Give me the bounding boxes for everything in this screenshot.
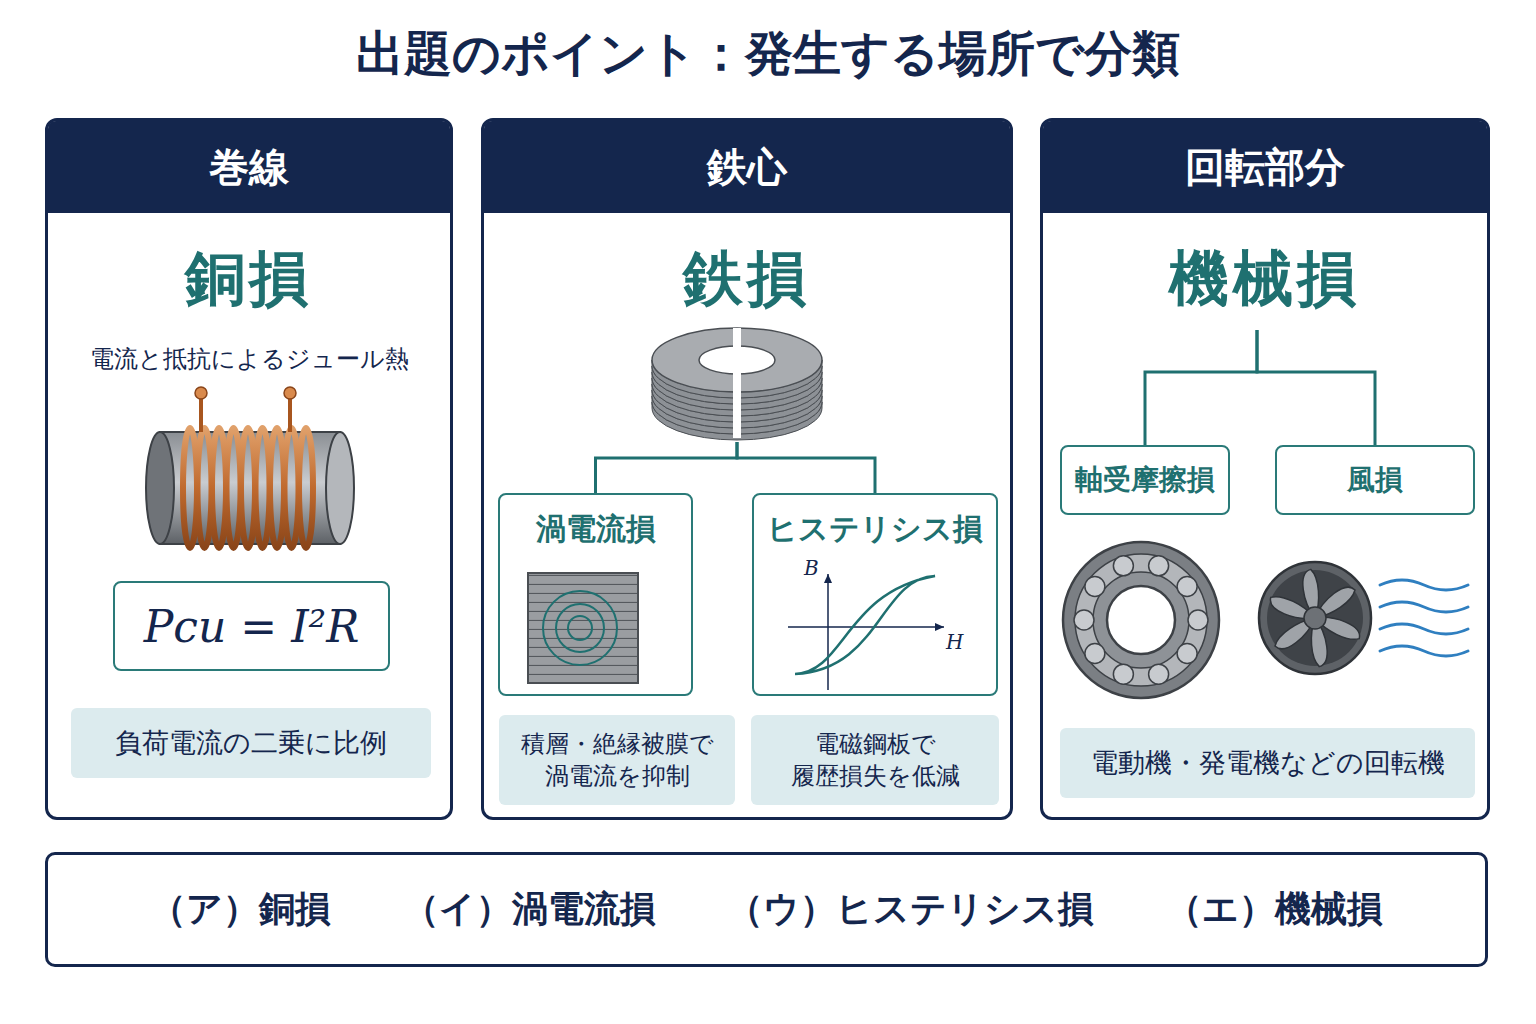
fan-illustration bbox=[1259, 562, 1371, 674]
bearing-ball bbox=[1074, 610, 1094, 630]
coil-illustration bbox=[284, 387, 296, 399]
hysteresis-loop-illustration bbox=[795, 576, 935, 674]
answer-item: （ア）銅損 bbox=[150, 885, 331, 934]
ball-bearing-illustration bbox=[1075, 554, 1207, 686]
box-label: 風損 bbox=[1347, 461, 1403, 499]
box-label: 渦電流損 bbox=[536, 509, 656, 550]
laminated-core-illustration bbox=[652, 328, 822, 440]
bearing-ball bbox=[1113, 556, 1133, 576]
ball-bearing-illustration bbox=[1107, 586, 1175, 654]
loss-name: 銅損 bbox=[48, 239, 450, 320]
coil-illustration bbox=[326, 432, 354, 544]
coil-illustration bbox=[288, 395, 292, 432]
fan-hub bbox=[1304, 607, 1326, 629]
coil-illustration bbox=[195, 387, 207, 399]
loss-box: 軸受摩擦損 bbox=[1060, 445, 1230, 515]
note-box: 積層・絶縁被膜で 渦電流を抑制 bbox=[499, 715, 735, 805]
eddy-current-illustration bbox=[568, 616, 592, 640]
loss-box: 風損 bbox=[1275, 445, 1475, 515]
core-gap bbox=[733, 328, 741, 438]
hysteresis-loop-illustration bbox=[788, 574, 944, 690]
answer-item: （ウ）ヒステリシス損 bbox=[727, 885, 1094, 934]
loss-name: 機械損 bbox=[1043, 239, 1487, 320]
wind-waves bbox=[1380, 624, 1468, 634]
wind-waves bbox=[1380, 580, 1468, 656]
note-box: 電磁鋼板で 履歴損失を低減 bbox=[751, 715, 999, 805]
eddy-current-illustration bbox=[556, 604, 604, 652]
fan-illustration bbox=[1259, 562, 1371, 674]
coil-illustration bbox=[146, 387, 354, 548]
panel-header: 回転部分 bbox=[1043, 121, 1487, 213]
coil-illustration bbox=[183, 428, 313, 548]
coil-illustration bbox=[199, 395, 203, 432]
tree-connector bbox=[737, 442, 875, 493]
loss-box: ヒステリシス損 bbox=[752, 493, 998, 696]
bearing-ball bbox=[1149, 556, 1169, 576]
box-label: 積層・絶縁被膜で 渦電流を抑制 bbox=[511, 728, 723, 793]
ball-bearing-illustration bbox=[1093, 572, 1189, 668]
loss-name: 鉄損 bbox=[484, 239, 1010, 320]
bearing-ball bbox=[1177, 644, 1197, 664]
wind-waves bbox=[1380, 646, 1468, 656]
title: 出題のポイント：発生する場所で分類 bbox=[0, 22, 1536, 86]
tree-connector bbox=[596, 442, 738, 493]
box-label: ヒステリシス損 bbox=[767, 509, 983, 550]
wind-waves bbox=[1380, 580, 1468, 590]
bearing-ball bbox=[1177, 576, 1197, 596]
panel-header: 巻線 bbox=[48, 121, 450, 213]
answer-item: （エ）機械損 bbox=[1166, 885, 1383, 934]
note-box: 電動機・発電機などの回転機 bbox=[1060, 728, 1475, 798]
formula-box: Pcu = I²R bbox=[113, 581, 390, 671]
box-label: 電磁鋼板で 履歴損失を低減 bbox=[763, 728, 987, 793]
eddy-current-illustration bbox=[528, 573, 638, 683]
winding-panel: 巻線銅損電流と抵抗によるジュール熱 Pcu = I²R 負荷電流の二乗に比例 bbox=[45, 118, 453, 820]
answer-item: （イ）渦電流損 bbox=[403, 885, 656, 934]
axis-label: H bbox=[946, 630, 963, 654]
description: 電流と抵抗によるジュール熱 bbox=[48, 343, 450, 375]
box-label: 電動機・発電機などの回転機 bbox=[1091, 745, 1445, 781]
ball-bearing-illustration bbox=[1063, 542, 1219, 698]
rotor-panel: 回転部分機械損軸受摩擦損 風損電動機・発電機などの回転機 bbox=[1040, 118, 1490, 820]
hysteresis-loop-illustration bbox=[827, 574, 829, 690]
eddy-current-illustration bbox=[543, 591, 617, 665]
box-label: 負荷電流の二乗に比例 bbox=[115, 725, 387, 761]
eddy-current-illustration bbox=[528, 573, 638, 683]
bearing-ball bbox=[1188, 610, 1208, 630]
bearing-ball bbox=[1085, 644, 1105, 664]
coil-winding bbox=[299, 428, 313, 548]
ball-bearing-illustration bbox=[1063, 542, 1219, 698]
bearing-ball bbox=[1113, 664, 1133, 684]
wind-waves bbox=[1380, 602, 1468, 612]
loss-box: 渦電流損 bbox=[498, 493, 693, 696]
panel-header: 鉄心 bbox=[484, 121, 1010, 213]
tree-connector bbox=[1257, 330, 1375, 445]
axis-label: B bbox=[804, 556, 819, 580]
coil-illustration bbox=[146, 432, 174, 544]
bearing-ball bbox=[1085, 576, 1105, 596]
core-panel: 鉄心鉄損渦電流損 ヒステリシス損積層・絶縁被膜で 渦電流を抑制電磁鋼板で 履歴損失… bbox=[481, 118, 1013, 820]
box-label: 軸受摩擦損 bbox=[1075, 461, 1215, 499]
hysteresis-loop-illustration bbox=[824, 574, 832, 583]
answer-box: （ア）銅損 （イ）渦電流損 （ウ）ヒステリシス損 （エ）機械損 bbox=[45, 852, 1488, 967]
note-box: 負荷電流の二乗に比例 bbox=[71, 708, 431, 778]
hysteresis-loop-illustration bbox=[935, 623, 944, 631]
hysteresis-loop-illustration bbox=[788, 626, 944, 628]
bearing-ball bbox=[1149, 664, 1169, 684]
tree-connector bbox=[1145, 330, 1257, 445]
formula: Pcu = I²R bbox=[144, 601, 360, 652]
